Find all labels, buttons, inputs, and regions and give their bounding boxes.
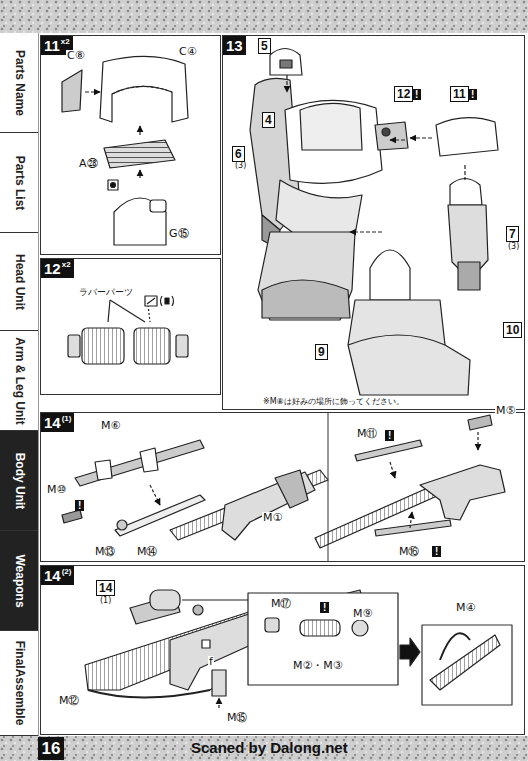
step-badge: 14(1) [41,413,74,432]
step-number: 11 [44,37,60,54]
tab-label: Weapons [12,535,25,627]
callout-number: 14 [96,580,115,596]
part-label: M⑰ [270,598,293,610]
callout-number: 5 [258,38,271,54]
callout-number: 9 [315,344,328,360]
part-label: G⑮ [168,228,190,240]
step-number: 14 [44,567,61,584]
step-badge: 14(2) [41,566,74,585]
section-tab: Body Unit [0,431,38,531]
section-tab: FinalAssemble [0,631,38,736]
tab-label: Head Unit [12,237,25,327]
callout-number: 7 [506,226,519,242]
page-number-text: 16 [42,739,61,759]
page-number: 16 [38,737,64,760]
part-label: C⑧ [66,50,86,62]
step-number: 12 [44,260,61,277]
part-label: M⑭ [136,546,159,558]
part-label: M⑥ [100,420,121,432]
quantity: (3) [234,162,247,171]
part-label: M⑯ [398,546,421,558]
caution-mark: ! [320,602,329,613]
step-count: x2 [62,261,71,269]
step-badge: 12x2 [41,259,74,278]
part-label: M②・M③ [292,660,344,672]
caution-mark: ! [468,89,477,100]
part-label: M⑮ [226,712,249,724]
section-tab: Parts Name [0,33,38,133]
callout-number: 4 [262,112,275,128]
step-count: x2 [61,38,70,46]
step-panel: 14(1) [40,412,525,562]
part-label: M⑫ [58,695,81,707]
caution-mark: ! [385,430,394,441]
section-tab: Arm & Leg Unit [0,331,38,431]
sub-step: (1) [99,597,112,606]
tab-label: Parts List [12,137,25,229]
tab-label: Parts Name [12,37,25,129]
step-panel: 13 [222,35,525,410]
section-tab: Head Unit [0,233,38,331]
caution-mark: ! [432,546,441,557]
callout-number: 10 [503,322,522,338]
tab-label: FinalAssemble [12,635,25,732]
part-label: M⑤ [495,405,516,417]
part-label: C④ [178,46,198,58]
part-label: M⑪ [356,428,379,440]
callout-number: 12 [394,86,413,102]
caution-mark: ! [75,500,84,511]
callout-number: 6 [232,146,245,162]
step-number: 13 [226,37,243,54]
step-panel: 12x2 [40,258,221,395]
tab-label: Arm & Leg Unit [12,335,25,427]
part-label: A㉘ [78,158,99,170]
step-count: (1) [62,415,72,423]
step-badge: 13 [223,36,246,55]
part-note: ラバーパーツ [78,288,134,298]
part-label: M⑨ [352,608,373,620]
sprue-tag: f [208,656,214,668]
step-number: 14 [44,414,61,431]
part-label: M⑬ [94,546,117,558]
callout-number: 11 [450,86,469,102]
part-label: M④ [455,602,476,614]
watermark: Scaned by Dalong.net [190,739,349,756]
part-label: M① [262,512,283,524]
quantity: (3) [507,243,520,252]
section-tab: Weapons [0,531,38,631]
note: ※M⑧は好みの場所に飾ってください。 [262,398,405,407]
step-panel: 11x2 [40,35,221,255]
part-label: M⑩ [46,484,67,496]
caution-mark: ! [412,89,421,100]
section-tab: Parts List [0,133,38,233]
tab-label: Body Unit [12,435,25,527]
step-count: (2) [62,568,72,576]
